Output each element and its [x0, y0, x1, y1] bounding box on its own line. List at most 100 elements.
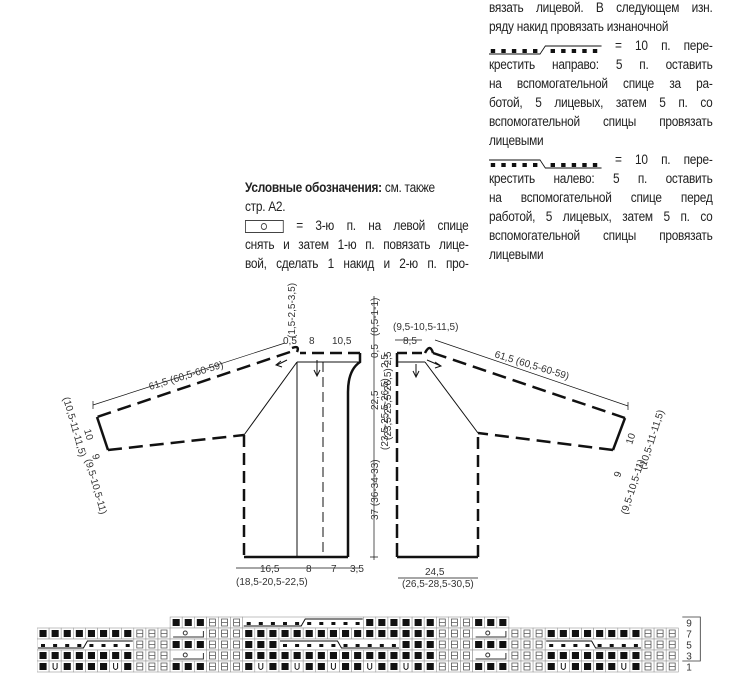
knit-stitch-icon: [620, 630, 628, 637]
knit-stitch-icon: [329, 630, 337, 637]
left-piece: [92, 296, 378, 569]
knit-stitch-icon: [51, 630, 59, 637]
cable-stitch-dot: [343, 622, 348, 625]
knit-stitch-icon: [100, 630, 108, 637]
legend-title: Условные обозначения:: [245, 180, 382, 195]
text-fragment: = 10 п. пере-: [615, 152, 713, 167]
dim-bottom-a: 16,5: [260, 564, 280, 575]
cable-stitch-dot: [307, 622, 312, 625]
purl-stitch-icon: [209, 662, 216, 671]
purl-stitch-icon: [463, 640, 470, 649]
yarn-over-icon: [294, 663, 300, 670]
dim-bottom-d: 3,5: [350, 564, 364, 575]
knit-stitch-icon: [196, 641, 204, 648]
slip-yarnover-icon: [485, 652, 491, 658]
knit-stitch-icon: [366, 619, 374, 626]
dim-neck-sizes: (9,5-10,5-11,5): [393, 322, 458, 333]
chart-cell: [290, 660, 304, 673]
purl-stitch-icon: [221, 640, 228, 649]
knit-stitch-icon: [414, 652, 422, 659]
cable-stitch-dot: [295, 622, 300, 625]
cable-stitch-dot: [113, 644, 118, 647]
cable-stitch-dot: [283, 622, 287, 625]
knit-stitch-icon: [281, 652, 289, 659]
purl-stitch-icon: [463, 662, 470, 671]
knit-stitch-icon: [269, 641, 277, 648]
knit-stitch-icon: [112, 630, 120, 637]
dim-cuff-b-right: 9: [612, 470, 624, 479]
knit-stitch-icon: [124, 630, 132, 637]
knit-stitch-icon: [487, 663, 495, 670]
cable-stitch-dot: [270, 622, 275, 625]
yarn-over-icon: [621, 663, 627, 670]
row-label: 3: [686, 652, 692, 663]
knit-stitch-icon: [426, 652, 434, 659]
cable-stitch-dot: [609, 644, 614, 647]
knit-stitch-icon: [402, 652, 410, 659]
purl-stitch-icon: [463, 618, 470, 627]
yarn-over-icon: [52, 663, 58, 670]
purl-stitch-icon: [451, 662, 458, 671]
dim-body: 37 (36-34-33): [370, 459, 381, 520]
purl-stitch-icon: [233, 651, 240, 660]
knit-stitch-icon: [172, 619, 180, 626]
purl-stitch-icon: [463, 629, 470, 638]
knit-stitch-icon: [87, 663, 95, 670]
cable-stitch-dot: [319, 622, 324, 625]
knit-stitch-icon: [184, 619, 192, 626]
row-label-bracket: [682, 616, 701, 662]
knit-stitch-icon: [475, 619, 483, 626]
knit-stitch-icon: [112, 652, 120, 659]
cable-stitch-dot: [355, 644, 360, 647]
knit-stitch-icon: [632, 630, 640, 637]
knit-stitch-icon: [39, 630, 47, 637]
legend-title-line: Условные обозначения: см. также: [245, 178, 469, 197]
knit-stitch-icon: [390, 630, 398, 637]
dim-bottom-sizes: (18,5-20,5-22,5): [236, 577, 308, 588]
legend-symbol-line: = 3-ю п. на левой спице: [245, 216, 469, 235]
purl-stitch-icon: [221, 651, 228, 660]
knit-stitch-icon: [172, 663, 180, 670]
text-line: ботой, 5 лицевых, затем 5 п. со: [489, 95, 713, 110]
cable-stitch-dot: [77, 644, 82, 647]
purl-stitch-icon: [451, 629, 458, 638]
purl-stitch-icon: [209, 651, 216, 660]
knit-stitch-icon: [584, 630, 592, 637]
cable-stitch-dot: [391, 644, 396, 647]
text-line: крестить направо: 5 п. оставить: [489, 57, 713, 72]
purl-stitch-icon: [148, 662, 156, 671]
knit-stitch-icon: [571, 630, 579, 637]
purl-stitch-icon: [136, 629, 144, 638]
knit-stitch-icon: [402, 630, 410, 637]
slip-yarnover-icon: [182, 652, 188, 658]
purl-stitch-icon: [221, 618, 228, 627]
text-line: лицевыми: [489, 133, 544, 148]
knit-stitch-icon: [414, 619, 422, 626]
cable-stitch-dot: [101, 644, 106, 647]
cable-left-legend: = 10 п. пере-: [489, 150, 713, 169]
chart-cell: [327, 660, 340, 673]
knit-stitch-icon: [499, 663, 507, 670]
cable-stitch-dot: [379, 644, 384, 647]
knit-stitch-icon: [100, 663, 108, 670]
knit-stitch-icon: [499, 641, 507, 648]
yarn-over-icon: [403, 663, 409, 670]
knit-stitch-icon: [354, 652, 362, 659]
cable-stitch-dot: [573, 644, 578, 647]
knit-stitch-icon: [632, 652, 640, 659]
purl-stitch-icon: [644, 629, 652, 638]
purl-stitch-icon: [451, 618, 458, 627]
text-line: лицевыми: [489, 247, 544, 262]
knit-stitch-icon: [487, 619, 495, 626]
knit-stitch-icon: [184, 663, 192, 670]
cable-cross-left-icon: [546, 640, 641, 649]
purl-stitch-icon: [209, 629, 216, 638]
knit-stitch-icon: [390, 663, 398, 670]
row-label: 9: [686, 619, 692, 630]
text-fragment: = 3-ю п. на левой спице: [296, 218, 469, 233]
cable-stitch-dot: [561, 644, 566, 647]
dim-top-a: 0,5: [283, 336, 297, 347]
purl-stitch-icon: [233, 618, 240, 627]
purl-stitch-icon: [438, 618, 446, 627]
slip-symbol-line: [475, 631, 507, 638]
